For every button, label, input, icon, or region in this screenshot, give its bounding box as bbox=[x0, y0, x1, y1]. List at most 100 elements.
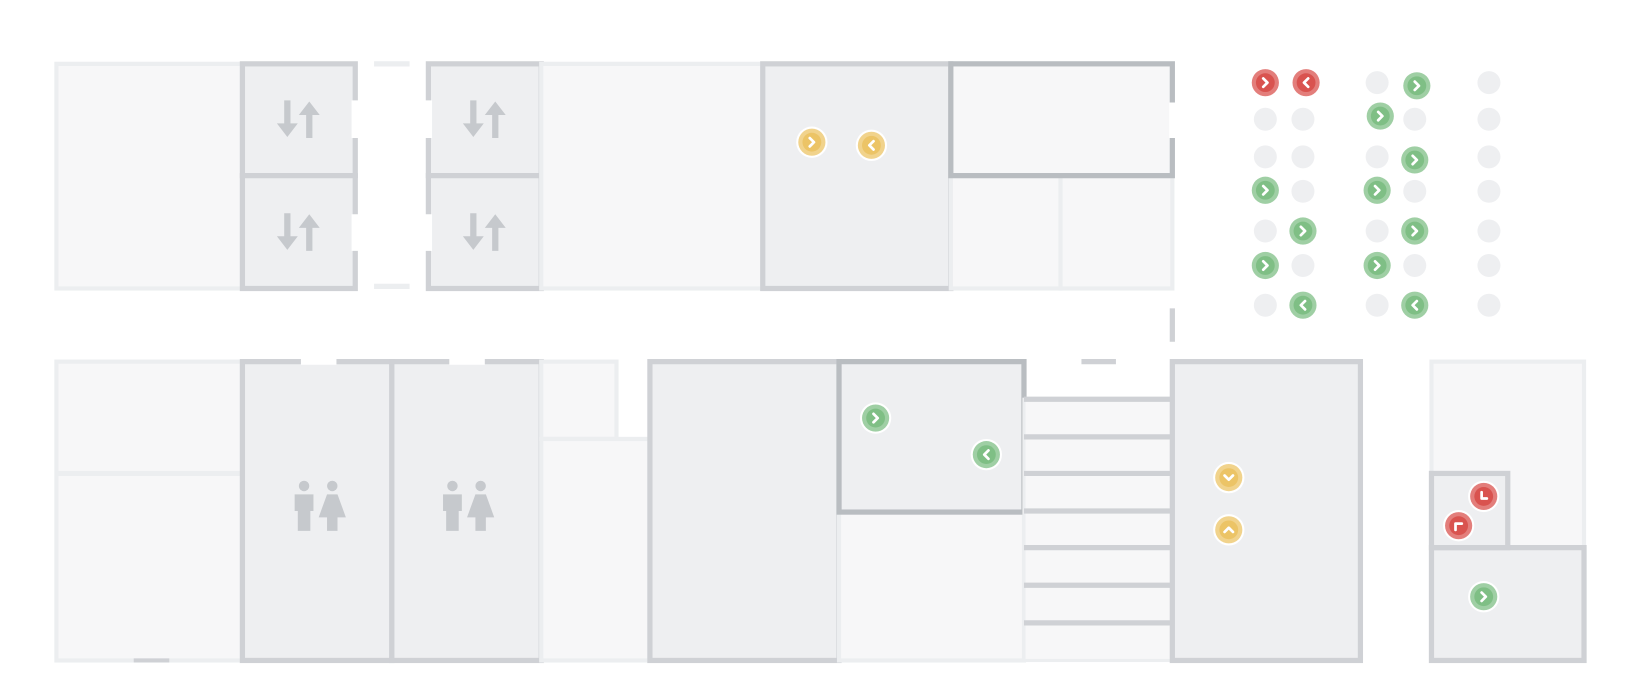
empty-seat-dot[interactable] bbox=[1477, 254, 1501, 277]
marker-core bbox=[1255, 256, 1275, 275]
room[interactable] bbox=[760, 61, 954, 292]
arrow-down-icon bbox=[462, 213, 484, 250]
elevator-icon bbox=[276, 213, 320, 251]
room[interactable] bbox=[1169, 359, 1364, 664]
empty-seat-dot[interactable] bbox=[1291, 179, 1315, 203]
status-marker-red[interactable] bbox=[1290, 66, 1322, 99]
status-marker-red[interactable] bbox=[1468, 480, 1500, 513]
chevron-right-icon bbox=[1261, 77, 1269, 89]
room[interactable] bbox=[54, 359, 245, 663]
status-marker-green[interactable] bbox=[1249, 174, 1282, 206]
empty-seat-dot[interactable] bbox=[1253, 107, 1277, 131]
room[interactable] bbox=[539, 436, 652, 663]
status-marker-green[interactable] bbox=[859, 402, 892, 434]
empty-seat-dot[interactable] bbox=[1365, 219, 1389, 243]
empty-seat-dot[interactable] bbox=[1477, 71, 1501, 95]
room[interactable] bbox=[948, 173, 1063, 291]
status-marker-yellow[interactable] bbox=[855, 129, 888, 162]
marker-core bbox=[1219, 468, 1239, 488]
empty-seat-dot[interactable] bbox=[1253, 293, 1277, 317]
chevron-right-icon bbox=[1411, 154, 1419, 166]
arrow-down-icon bbox=[276, 213, 298, 250]
empty-seat-dot[interactable] bbox=[1291, 107, 1315, 131]
empty-seat-dot[interactable] bbox=[1477, 293, 1501, 317]
status-marker-green[interactable] bbox=[1287, 215, 1319, 247]
elevator-shaft[interactable] bbox=[239, 173, 358, 292]
chevron-right-icon bbox=[872, 412, 880, 424]
marker-core bbox=[862, 135, 881, 155]
room[interactable] bbox=[948, 61, 1175, 179]
arrow-up-icon bbox=[484, 101, 506, 139]
empty-seat-dot[interactable] bbox=[1477, 179, 1501, 203]
status-marker-green[interactable] bbox=[1361, 249, 1393, 282]
elevator-shaft[interactable] bbox=[425, 61, 544, 179]
chevron-right-icon bbox=[1480, 591, 1488, 603]
room[interactable] bbox=[836, 509, 1027, 663]
woman-head-icon bbox=[327, 480, 338, 492]
status-marker-green[interactable] bbox=[1468, 581, 1500, 613]
status-marker-yellow[interactable] bbox=[1213, 461, 1245, 494]
status-marker-red[interactable] bbox=[1442, 510, 1475, 542]
marker-core bbox=[1255, 73, 1275, 93]
empty-seat-dot[interactable] bbox=[1291, 145, 1315, 169]
empty-seat-dot[interactable] bbox=[1403, 107, 1427, 131]
restroom[interactable] bbox=[389, 359, 544, 664]
empty-seat-dot[interactable] bbox=[1403, 254, 1427, 277]
chevron-right-icon bbox=[1373, 184, 1381, 196]
status-marker-green[interactable] bbox=[1401, 70, 1433, 102]
empty-seats bbox=[1253, 71, 1501, 317]
status-marker-green[interactable] bbox=[1361, 174, 1393, 206]
status-marker-yellow[interactable] bbox=[796, 126, 828, 158]
chevron-right-icon bbox=[1411, 225, 1419, 237]
room[interactable] bbox=[539, 359, 619, 442]
restroom-icon bbox=[294, 480, 346, 531]
rooms bbox=[54, 61, 1587, 664]
chevron-right-icon bbox=[1261, 259, 1269, 272]
chevron-right-icon bbox=[1299, 225, 1307, 237]
empty-seat-dot[interactable] bbox=[1253, 145, 1277, 169]
arrow-up-icon bbox=[298, 214, 320, 251]
chevron-left-icon bbox=[1299, 299, 1307, 311]
empty-seat-dot[interactable] bbox=[1477, 219, 1501, 243]
arrow-down-icon bbox=[276, 100, 298, 137]
marker-core bbox=[1407, 76, 1427, 96]
empty-seat-dot[interactable] bbox=[1477, 145, 1501, 169]
room[interactable] bbox=[836, 359, 1027, 515]
empty-seat-dot[interactable] bbox=[1477, 107, 1501, 131]
room[interactable] bbox=[1428, 545, 1587, 664]
room[interactable] bbox=[539, 61, 765, 291]
status-marker-green[interactable] bbox=[1399, 289, 1431, 321]
room[interactable] bbox=[1058, 173, 1175, 291]
empty-seat-dot[interactable] bbox=[1403, 179, 1427, 203]
chevron-turn-down-right-icon bbox=[1480, 490, 1489, 500]
empty-seat-dot[interactable] bbox=[1365, 71, 1389, 95]
arrow-down-icon bbox=[462, 100, 484, 137]
chevron-right-icon bbox=[1261, 184, 1269, 196]
empty-seat-dot[interactable] bbox=[1365, 293, 1389, 317]
empty-seat-dot[interactable] bbox=[1291, 254, 1315, 277]
status-marker-red[interactable] bbox=[1249, 66, 1282, 99]
elevator-icon bbox=[462, 213, 506, 251]
marker-core bbox=[1474, 587, 1494, 607]
status-marker-yellow[interactable] bbox=[1213, 514, 1245, 546]
restroom-icon bbox=[443, 480, 495, 531]
status-marker-green[interactable] bbox=[1399, 215, 1431, 247]
marker-core bbox=[1474, 487, 1494, 506]
status-marker-green[interactable] bbox=[1364, 100, 1396, 132]
elevator-shaft[interactable] bbox=[425, 173, 544, 292]
empty-seat-dot[interactable] bbox=[1253, 219, 1277, 243]
status-marker-green[interactable] bbox=[1399, 144, 1431, 176]
status-marker-green[interactable] bbox=[970, 438, 1003, 471]
marker-core bbox=[802, 132, 822, 152]
marker-core bbox=[1405, 221, 1425, 241]
status-marker-green[interactable] bbox=[1249, 249, 1282, 282]
elevator-shaft[interactable] bbox=[239, 61, 358, 179]
marker-core bbox=[1293, 221, 1313, 241]
marker-core bbox=[1449, 516, 1469, 536]
empty-seat-dot[interactable] bbox=[1365, 145, 1389, 169]
room[interactable] bbox=[54, 61, 245, 291]
restroom[interactable] bbox=[239, 359, 395, 664]
room[interactable] bbox=[647, 359, 842, 664]
status-marker-green[interactable] bbox=[1287, 289, 1319, 321]
